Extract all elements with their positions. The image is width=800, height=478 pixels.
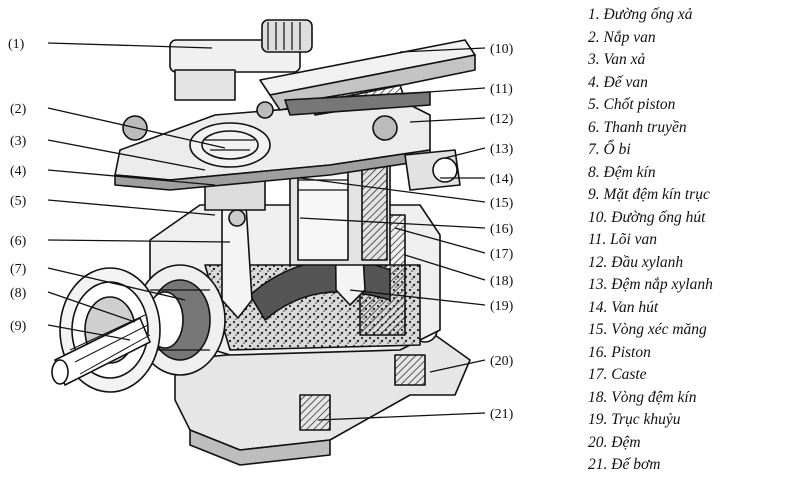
leader-20: [429, 359, 486, 373]
leader-10: [399, 47, 486, 53]
callout-8: (8): [10, 286, 27, 301]
leader-2: [47, 107, 226, 149]
callout-14: (14): [490, 172, 514, 187]
legend-item: 16. Piston: [588, 343, 651, 361]
leader-13: [444, 147, 486, 159]
legend-item: 7. Ổ bi: [588, 141, 631, 158]
leader-18: [404, 254, 486, 281]
callout-21: (21): [490, 407, 514, 422]
leader-lines: [47, 42, 486, 421]
legend-item: 2. Nắp van: [588, 28, 656, 46]
legend-item: 12. Đầu xylanh: [588, 253, 684, 271]
callout-12: (12): [490, 112, 514, 127]
legend-item: 13. Đệm nắp xylanh: [588, 276, 713, 293]
callout-18: (18): [490, 274, 514, 289]
legend-item: 4. Đế van: [588, 73, 648, 91]
leader-9: [47, 324, 131, 341]
callout-3: (3): [10, 134, 27, 149]
callout-2: (2): [10, 102, 27, 117]
callout-11: (11): [490, 82, 513, 97]
parts-legend: 1. Đường ống xả 2. Nắp van 3. Van xả 4. …: [588, 4, 798, 477]
leader-6: [47, 239, 231, 243]
compressor-drawing: [51, 19, 476, 466]
callout-6: (6): [10, 234, 27, 249]
leader-4: [47, 169, 216, 186]
legend-item: 3. Van xả: [588, 51, 646, 68]
leader-11: [399, 87, 486, 95]
callout-16: (16): [490, 222, 514, 237]
legend-item: 19. Trục khuỷu: [588, 411, 681, 428]
leader-3: [47, 139, 206, 171]
callout-1: (1): [8, 37, 25, 52]
legend-item: 18. Vòng đệm kín: [588, 388, 697, 406]
callout-7: (7): [10, 262, 27, 277]
legend-item: 17. Caste: [588, 366, 647, 383]
legend-item: 8. Đệm kín: [588, 163, 656, 181]
callout-10: (10): [490, 42, 514, 57]
callout-9: (9): [10, 319, 27, 334]
callout-15: (15): [490, 196, 514, 211]
callout-20: (20): [490, 354, 514, 369]
callout-13: (13): [490, 142, 514, 157]
leader-1: [47, 42, 213, 49]
legend-item: 14. Van hút: [588, 298, 659, 316]
leader-19: [349, 289, 486, 306]
legend-item: 9. Mặt đệm kín trục: [588, 186, 710, 203]
legend-item: 10. Đường ống hút: [588, 208, 706, 226]
leader-5: [47, 199, 216, 216]
callout-17: (17): [490, 247, 514, 262]
legend-item: 1. Đường ống xả: [588, 6, 693, 23]
legend-item: 15. Vòng xéc măng: [588, 321, 707, 338]
leader-7: [47, 267, 186, 301]
leader-15: [299, 177, 486, 203]
leader-17: [394, 227, 486, 254]
leader-12: [409, 117, 486, 123]
callout-labels: (1) (2) (3) (4) (5) (6) (7) (8) (9) (10)…: [8, 37, 514, 422]
legend-item: 5. Chốt piston: [588, 96, 676, 113]
leader-16: [299, 217, 486, 229]
legend-item: 11. Lõi van: [588, 231, 658, 248]
legend-item: 21. Đế bơm: [588, 456, 661, 473]
leader-21: [317, 412, 486, 421]
legend-item: 6. Thanh truyền: [588, 118, 687, 136]
callout-5: (5): [10, 194, 27, 209]
legend-item: 20. Đệm: [588, 433, 641, 451]
callout-19: (19): [490, 299, 514, 314]
leader-8: [47, 291, 136, 323]
callout-4: (4): [10, 164, 27, 179]
